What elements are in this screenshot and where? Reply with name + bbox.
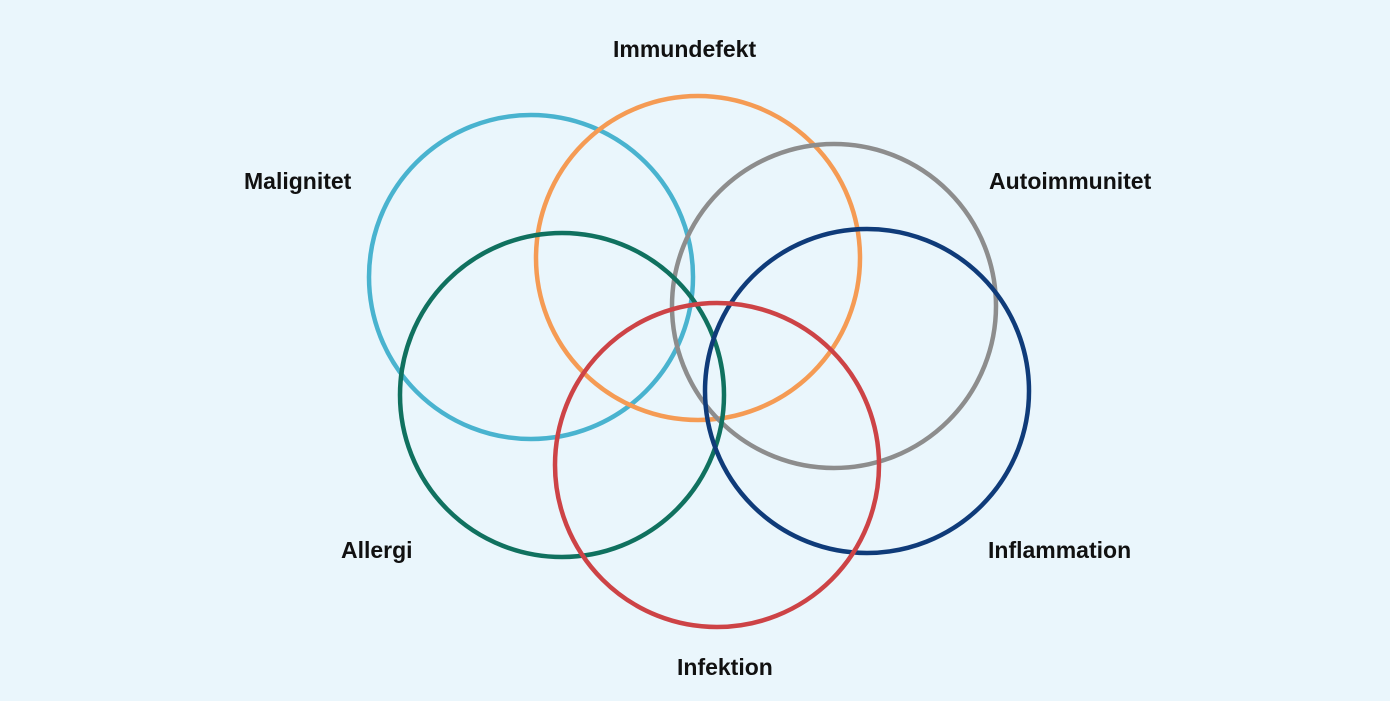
circle-infektion bbox=[552, 300, 882, 630]
circle-inflammation bbox=[702, 226, 1032, 556]
label-malignitet: Malignitet bbox=[244, 168, 352, 194]
label-immundefekt: Immundefekt bbox=[613, 36, 757, 62]
label-allergi: Allergi bbox=[341, 537, 413, 563]
circle-immundefekt bbox=[533, 93, 863, 423]
circle-autoimmunitet bbox=[669, 141, 999, 471]
circle-malignitet bbox=[366, 112, 696, 442]
circle-allergi bbox=[397, 230, 727, 560]
label-autoimmunitet: Autoimmunitet bbox=[989, 168, 1152, 194]
label-infektion: Infektion bbox=[677, 654, 773, 680]
label-inflammation: Inflammation bbox=[988, 537, 1132, 563]
